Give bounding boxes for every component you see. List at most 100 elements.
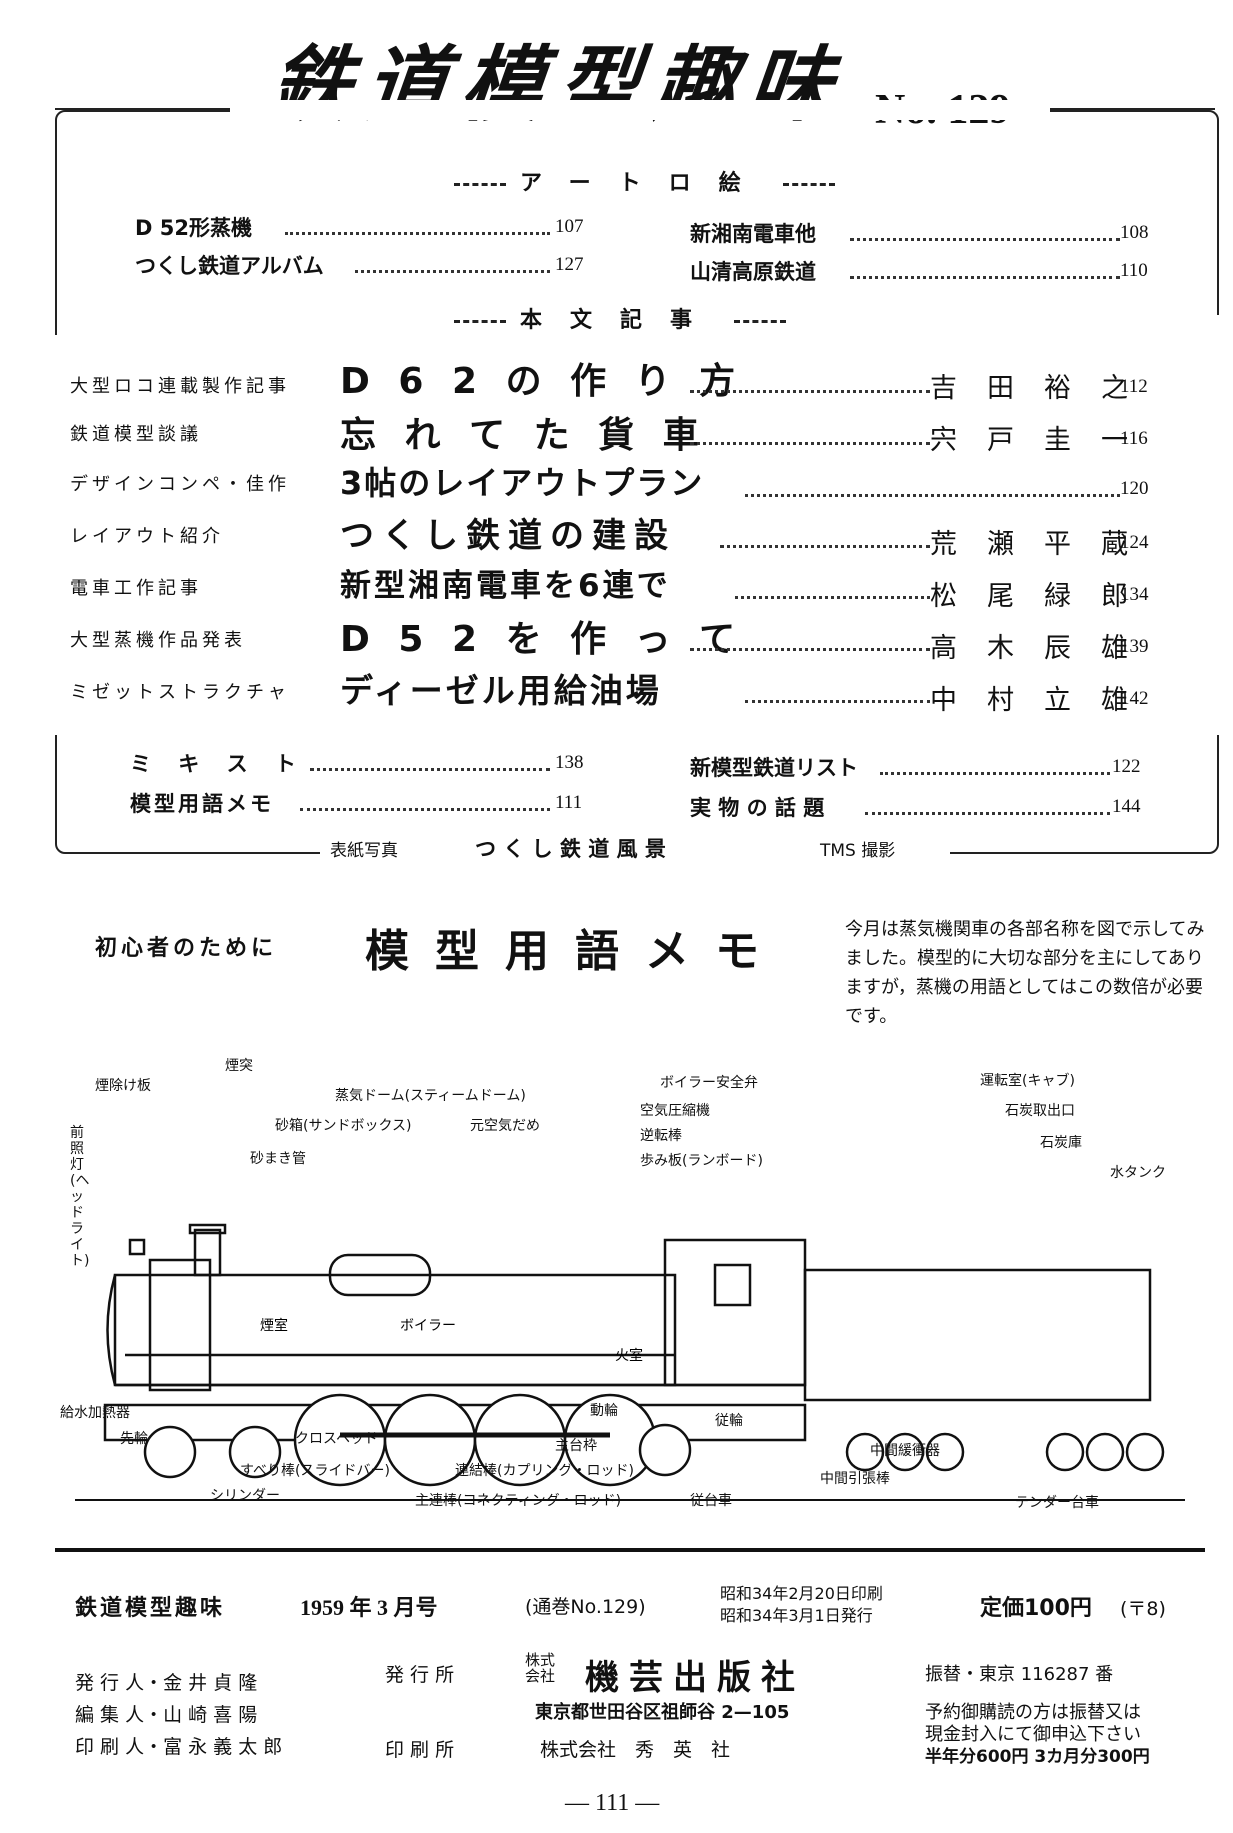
article-category: レイアウト紹介 bbox=[70, 526, 224, 547]
art-item: 山清高原鉄道 bbox=[690, 260, 816, 284]
label-driving-wheel: 動輪 bbox=[590, 1403, 618, 1419]
label-drawbar: 中間引張棒 bbox=[820, 1471, 890, 1487]
label-main-reservoir: 元空気だめ bbox=[470, 1118, 540, 1134]
art-item-page: 107 bbox=[555, 216, 584, 237]
label-boiler: ボイラー bbox=[400, 1318, 456, 1334]
label-cab: 運転室(キャブ) bbox=[980, 1073, 1075, 1089]
label-chimney: 煙突 bbox=[225, 1058, 253, 1074]
label-water-tank: 水タンク bbox=[1110, 1165, 1166, 1181]
article-title: 忘 れ て た 貨 車 bbox=[340, 415, 707, 456]
article-category: デザインコンペ・佳作 bbox=[70, 474, 290, 495]
misc-item-page: 122 bbox=[1112, 756, 1141, 777]
label-trailing-wheel: 従輪 bbox=[715, 1413, 743, 1429]
footer-subscription: 予約御購読の方は振替又は bbox=[925, 1702, 1141, 1723]
cover-title: つ く し 鉄 道 風 景 bbox=[475, 837, 666, 861]
article-title: D 5 2 を 作 っ て bbox=[340, 619, 744, 660]
label-slide-bar: すべり棒(スライドバー) bbox=[240, 1463, 390, 1479]
label-sand-pipe: 砂まき管 bbox=[250, 1151, 306, 1167]
art-item-page: 110 bbox=[1120, 260, 1148, 281]
misc-item: 実 物 の 話 題 bbox=[690, 796, 825, 820]
label-coal-hatch: 石炭取出口 bbox=[1005, 1103, 1075, 1119]
article-author: 荒瀬平蔵 bbox=[930, 529, 1158, 560]
footer-address: 東京都世田谷区祖師谷 2—105 bbox=[535, 1702, 790, 1723]
footer-publisher: 発 行 人・金 井 貞 隆 bbox=[75, 1672, 258, 1694]
label-running-board: 歩み板(ランボード) bbox=[640, 1153, 763, 1169]
label-coupling-rod: 連結棒(カプリング・ロッド) bbox=[455, 1463, 634, 1479]
article-page: 120 bbox=[1120, 478, 1149, 499]
article-page: 139 bbox=[1120, 636, 1149, 657]
label-main-frame: 主台枠 bbox=[555, 1438, 597, 1454]
cover-label: 表紙写真 bbox=[330, 841, 398, 861]
art-item-page: 108 bbox=[1120, 222, 1149, 243]
misc-item-page: 138 bbox=[555, 752, 584, 773]
label-coal-bunker: 石炭庫 bbox=[1040, 1135, 1082, 1151]
label-cylinder: シリンダー bbox=[210, 1488, 280, 1504]
footer-published: 昭和34年3月1日発行 bbox=[720, 1606, 873, 1625]
footer-issue-date: 1959 年 3 月号 bbox=[300, 1595, 438, 1620]
label-firebox: 火室 bbox=[615, 1347, 643, 1364]
footer-serial: (通巻No.129) bbox=[525, 1596, 646, 1618]
article-page: 112 bbox=[1120, 376, 1148, 397]
footer-company-prefix: 株式会社 bbox=[525, 1651, 556, 1685]
article-title: ディーゼル用給油場 bbox=[340, 671, 662, 710]
label-steam-dome: 蒸気ドーム(スティームドーム) bbox=[335, 1088, 526, 1104]
cover-credit: TMS 撮影 bbox=[820, 841, 896, 861]
footer-print-office-label: 印 刷 所 bbox=[385, 1739, 455, 1761]
label-crosshead: クロスヘッド bbox=[295, 1431, 379, 1447]
misc-item: ミ キ ス ト bbox=[130, 752, 306, 776]
label-tender-truck: テンダー台車 bbox=[1015, 1495, 1099, 1511]
label-main-rod: 主連棒(コネクティング・ロッド) bbox=[415, 1493, 622, 1509]
section-art-heading: アートロ絵 bbox=[440, 165, 849, 197]
label-sand-box: 砂箱(サンドボックス) bbox=[275, 1118, 412, 1134]
article-title: 新型湘南電車を6連で bbox=[340, 568, 671, 604]
article-author: 松尾緑郎 bbox=[930, 581, 1158, 612]
label-trailing-truck: 従台車 bbox=[690, 1493, 732, 1509]
label-headlight: 前照灯(ヘッドライト) bbox=[70, 1125, 90, 1269]
article-page: 116 bbox=[1120, 428, 1148, 449]
article-title: つくし鉄道の建設 bbox=[340, 516, 676, 556]
footer-magazine: 鉄道模型趣味 bbox=[75, 1596, 226, 1621]
footer-printer: 印 刷 人・富 永 義 太 郎 bbox=[75, 1736, 283, 1758]
footer-subscription: 現金封入にて御申込下さい bbox=[925, 1724, 1141, 1745]
article-category: 大型蒸機作品発表 bbox=[70, 630, 246, 651]
misc-item-page: 111 bbox=[555, 792, 583, 813]
misc-item-page: 144 bbox=[1112, 796, 1141, 817]
article-title: D 6 2 の 作 り 方 bbox=[340, 361, 744, 402]
locomotive-diagram: 煙室 ボイラー 火室 bbox=[75, 1223, 1185, 1501]
footer-subscription-price: 半年分600円 3カ月分300円 bbox=[925, 1747, 1150, 1767]
article-author: 吉田裕之 bbox=[930, 373, 1158, 404]
memo-heading: 模型用語メモ bbox=[365, 926, 785, 977]
article-page: 134 bbox=[1120, 584, 1149, 605]
art-item: つくし鉄道アルバム bbox=[135, 254, 324, 278]
article-author: 高木辰雄 bbox=[930, 633, 1158, 664]
label-lead-wheel: 先輪 bbox=[120, 1431, 148, 1447]
label-smoke-deflector: 煙除け板 bbox=[95, 1078, 151, 1094]
label-intermediate-buffer: 中間緩衝器 bbox=[870, 1443, 940, 1459]
label-air-compressor: 空気圧縮機 bbox=[640, 1103, 710, 1119]
article-title: 3帖のレイアウトプラン bbox=[340, 464, 705, 502]
article-category: 電車工作記事 bbox=[70, 578, 202, 599]
article-category: 鉄道模型談議 bbox=[70, 424, 202, 445]
article-category: 大型ロコ連載製作記事 bbox=[70, 376, 290, 397]
footer-transfer: 振替・東京 116287 番 bbox=[925, 1664, 1114, 1685]
section-main-heading: 本文記事 bbox=[440, 302, 800, 334]
memo-subheading: 初心者のために bbox=[95, 936, 278, 961]
footer-company: 機芸出版社 bbox=[585, 1658, 805, 1698]
footer-office-label: 発 行 所 bbox=[385, 1664, 455, 1686]
footer-print-company: 株式会社 秀 英 社 bbox=[540, 1739, 731, 1761]
footer-postage: (〒8) bbox=[1120, 1598, 1166, 1620]
article-page: 124 bbox=[1120, 532, 1149, 553]
article-author: 中村立雄 bbox=[930, 685, 1158, 716]
article-page: 142 bbox=[1120, 688, 1149, 709]
article-category: ミゼットストラクチャ bbox=[70, 682, 290, 703]
page-number: — 111 — bbox=[565, 1790, 660, 1816]
label-smokebox: 煙室 bbox=[260, 1317, 288, 1334]
misc-item: 模型用語メモ bbox=[130, 792, 274, 816]
memo-note: 今月は蒸気機関車の各部名称を図で示してみました。模型的に大切な部分を主にしてあり… bbox=[845, 919, 1205, 1027]
label-feedwater-heater: 給水加熱器 bbox=[60, 1405, 130, 1421]
art-item-page: 127 bbox=[555, 254, 584, 275]
footer-editor: 編 集 人・山 崎 喜 陽 bbox=[75, 1704, 258, 1726]
label-reverser: 逆転棒 bbox=[640, 1128, 682, 1144]
footer-printed: 昭和34年2月20日印刷 bbox=[720, 1584, 883, 1603]
footer-price: 定価100円 bbox=[980, 1596, 1092, 1621]
